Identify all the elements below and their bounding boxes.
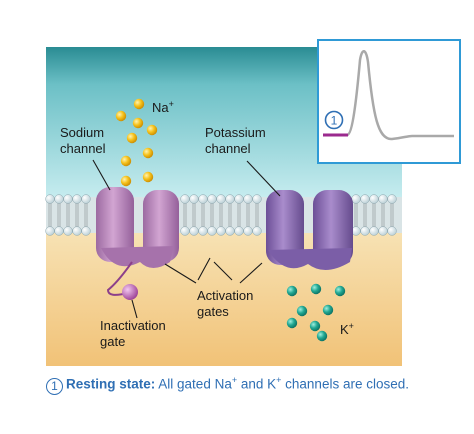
caption-superscript-2: + [276,375,282,385]
activation-gates-label-line1: Activation [197,288,253,303]
na-ion [126,132,138,144]
phospholipid-head [234,194,244,204]
phospholipid-head [63,194,73,204]
activation-gates-label-line2: gates [197,304,229,319]
inactivation-gate-label-line2: gate [100,334,125,349]
sodium-ions [115,98,158,187]
caption-text-3: channels are closed. [281,376,409,392]
caption-superscript-1: + [231,375,238,385]
caption-step-number: 1 [46,377,63,395]
na-ion [115,110,127,122]
step-number-badge [324,110,344,130]
phospholipid-head [387,226,397,236]
phospholipid-head [63,226,73,236]
phospholipid-head [216,226,226,236]
label-leader-lines [92,159,281,319]
k-ion-label: K+ [340,321,354,337]
na-ion [142,171,154,183]
phospholipid-head [351,194,361,204]
phospholipid-head [378,194,388,204]
k-ion [334,285,346,297]
na-ion [120,155,132,167]
phospholipid-head [387,194,397,204]
phospholipid-head [81,194,91,204]
na-ion [142,147,154,159]
potassium-ions [286,283,346,342]
na-ion [146,124,158,136]
caption-text-1: All gated Na [155,376,232,392]
phospholipid-head [180,194,190,204]
phospholipid-head [360,226,370,236]
phospholipid-head [189,194,199,204]
phospholipid-head [198,226,208,236]
phospholipid-head [180,226,190,236]
k-ion [286,317,298,329]
phospholipid-head [216,194,226,204]
phospholipid-head [243,226,253,236]
action-potential-inset: 1 [317,39,461,164]
phospholipid-head [54,194,64,204]
phospholipid-head [378,226,388,236]
phospholipid-head [252,226,262,236]
k-ion [286,285,298,297]
phospholipid-head [72,226,82,236]
phospholipid-head [207,226,217,236]
k-ion [322,304,334,316]
na-ion [120,175,132,187]
k-ion [309,320,321,332]
k-ion [316,330,328,342]
step-number-text: 1 [331,114,338,128]
phospholipid-head [225,194,235,204]
na-ion [132,117,144,129]
na-ion-label: Na+ [152,99,174,115]
k-ion [310,283,322,295]
phospholipid-head [252,194,262,204]
sodium-channel [96,187,179,300]
potassium-channel-label-line1: Potassium [205,125,266,140]
phospholipid-head [360,194,370,204]
inactivation-gate-ball [122,284,138,300]
phospholipid-head [81,226,91,236]
sodium-channel-label-line1: Sodium [60,125,104,140]
phospholipid-head [369,226,379,236]
phospholipid-head [72,194,82,204]
phospholipid-head [369,194,379,204]
phospholipid-head [243,194,253,204]
caption-text-2: and K [237,376,277,392]
phospholipid-head [207,194,217,204]
na-ion [133,98,145,110]
caption-title: Resting state: [66,376,156,392]
potassium-channel-label-line2: channel [205,141,251,156]
phospholipid-head [45,226,55,236]
potassium-channel [266,190,353,271]
k-ion [296,305,308,317]
phospholipid-head [45,194,55,204]
phospholipid-head [189,226,199,236]
phospholipid-head [54,226,64,236]
phospholipid-head [225,226,235,236]
inactivation-gate-label-line1: Inactivation [100,318,166,333]
phospholipid-head [234,226,244,236]
phospholipid-head [198,194,208,204]
sodium-channel-label-line2: channel [60,141,106,156]
membrane-potential-trace [323,50,454,141]
